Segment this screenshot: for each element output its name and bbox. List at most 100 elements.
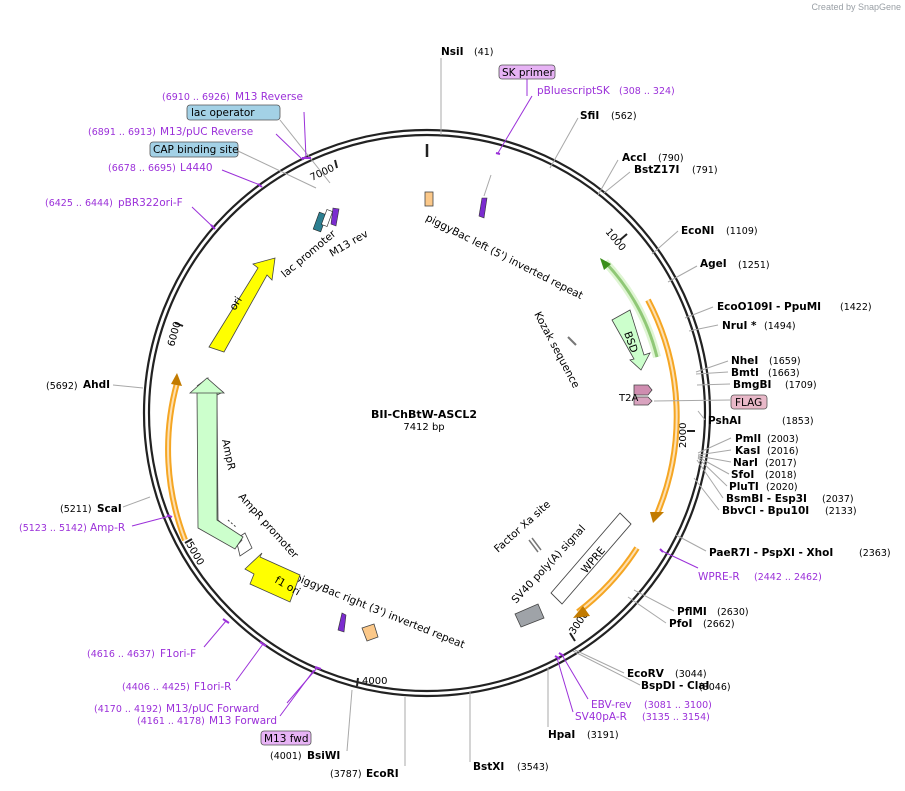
site-leader-ahdi [112, 384, 144, 389]
site-pos-econi: (1109) [726, 226, 758, 237]
site-label-bstz17i[interactable]: BstZ17I [634, 164, 679, 176]
flag-leader [653, 399, 731, 402]
site-label-bbvci[interactable]: BbvCI - Bpu10I [722, 505, 809, 517]
primer-range-m13puc-fwd: (4170 .. 4192) [94, 704, 162, 715]
site-label-bmti[interactable]: BmtI [731, 367, 759, 379]
primer-leader-sv40pa-r [556, 657, 574, 713]
site-label-bmgbi[interactable]: BmgBI [733, 379, 771, 391]
green-feature-highlight [602, 259, 661, 358]
site-leader-nrui [688, 324, 719, 332]
site-pos-bmgbi: (1709) [785, 380, 817, 391]
ampr-label: AmpR [219, 438, 237, 471]
site-label-hpai[interactable]: HpaI [548, 729, 575, 741]
m13-fwd-box[interactable]: M13 fwd [260, 730, 312, 746]
primer-label-ebv-rev[interactable]: EBV-rev [591, 699, 632, 711]
site-pos-ecoo109i: (1422) [840, 302, 872, 313]
orange-lower-arrowhead [573, 606, 590, 618]
site-label-ecoo109i[interactable]: EcoO109I - PpuMI [717, 301, 821, 313]
site-leader-bbvci [693, 477, 720, 511]
site-label-pfoi[interactable]: PfoI [669, 618, 692, 630]
primer-mark-l4440 [257, 183, 263, 188]
orange-left-arrowhead [171, 373, 182, 386]
primer-label-m13puc-rev[interactable]: M13/pUC Reverse [160, 126, 253, 138]
m13-rev-arrow [330, 207, 340, 227]
site-pos-bbvci: (2133) [825, 506, 857, 517]
site-label-nhei[interactable]: NheI [731, 355, 758, 367]
site-label-pmli[interactable]: PmlI [735, 433, 761, 445]
primer-leader-m13-fwd [279, 669, 315, 717]
site-leader-ecorv [574, 649, 625, 674]
primer-label-wpre-r[interactable]: WPRE-R [698, 571, 740, 583]
site-label-nrui[interactable]: NruI * [722, 320, 757, 332]
tick-mark [184, 538, 193, 544]
site-label-bsiwi[interactable]: BsiWI [307, 750, 340, 762]
site-label-econi[interactable]: EcoNI [681, 225, 714, 237]
site-pos-hpai: (3191) [587, 730, 619, 741]
site-leader-kasi [697, 449, 732, 456]
site-label-agei[interactable]: AgeI [700, 258, 727, 270]
orange-feature-arrow-core [647, 299, 678, 515]
sk-primer-box[interactable]: SK primer [498, 64, 556, 80]
tick-label: 4000 [362, 676, 387, 687]
tick-label: 1000 [603, 227, 628, 254]
primer-label-m13-fwd[interactable]: M13 Forward [209, 715, 277, 727]
kozak-mark [567, 336, 577, 346]
site-label-sfii[interactable]: SfiI [580, 110, 599, 122]
site-label-pshai[interactable]: PshAI [708, 415, 741, 427]
tick-label: 2000 [678, 423, 689, 448]
site-pos-bspdi: (3046) [699, 682, 731, 693]
site-label-pluti[interactable]: PluTI [729, 481, 759, 493]
orange-left-arrow-core [167, 382, 186, 541]
primer-leader-f1ori-r [235, 643, 264, 682]
primer-label-pbluescriptsk[interactable]: pBluescriptSK [537, 85, 611, 97]
primer-label-amp-r[interactable]: Amp-R [90, 522, 125, 534]
ampr-dash [227, 519, 237, 528]
primer-label-f1ori-r[interactable]: F1ori-R [194, 681, 231, 693]
site-pos-bmti: (1663) [768, 368, 800, 379]
site-label-pflmi[interactable]: PflMI [677, 606, 707, 618]
site-pos-kasi: (2016) [767, 446, 799, 457]
tick-label: 6000 [166, 320, 183, 347]
site-label-sfoi[interactable]: SfoI [731, 469, 754, 481]
site-label-bstxi[interactable]: BstXI [473, 761, 504, 773]
factor-xa-mark-1 [528, 539, 539, 553]
flag-box[interactable]: FLAG [730, 394, 768, 410]
primer-label-m13puc-fwd[interactable]: M13/pUC Forward [166, 703, 259, 715]
site-label-nsii[interactable]: NsiI [441, 46, 464, 58]
piggybac-left-box [424, 191, 434, 207]
site-label-acci[interactable]: AccI [622, 152, 646, 164]
site-pos-nhei: (1659) [769, 356, 801, 367]
primer-leader-wpre-r [661, 550, 699, 569]
piggybac-right-arrow [337, 612, 347, 633]
lac-operator-boxed[interactable]: lac operator [186, 104, 281, 121]
sk-primer-text: SK primer [502, 67, 554, 79]
ori-arrow [208, 257, 276, 353]
tick-mark [356, 677, 359, 687]
site-pos-paer7i: (2363) [859, 548, 891, 559]
site-label-kasi[interactable]: KasI [735, 445, 760, 457]
site-leader-paer7i [675, 534, 707, 552]
plasmid-name: BII-ChBtW-ASCL2 [371, 408, 477, 421]
primer-label-m13-rev[interactable]: M13 Reverse [235, 91, 303, 103]
site-pos-nrui: (1494) [764, 321, 796, 332]
site-label-paer7i[interactable]: PaeR7I - PspXI - XhoI [709, 547, 833, 559]
site-label-bspdi[interactable]: BspDI - ClaI [641, 680, 709, 692]
primer-label-pbr322ori-f[interactable]: pBR322ori-F [118, 197, 183, 209]
site-label-ahdi[interactable]: AhdI [83, 379, 110, 391]
site-label-scai[interactable]: ScaI [97, 503, 122, 515]
primer-label-f1ori-f[interactable]: F1ori-F [160, 648, 196, 660]
cap-binding-site-box[interactable]: CAP binding site [149, 141, 239, 158]
lac-operator-box [321, 209, 333, 227]
site-pos-nari: (2017) [765, 458, 797, 469]
primer-label-sv40pa-r[interactable]: SV40pA-R [575, 711, 627, 723]
site-label-ecori[interactable]: EcoRI [366, 768, 399, 780]
site-pos-acci: (790) [658, 153, 684, 164]
site-label-nari[interactable]: NarI [733, 457, 758, 469]
orange-feature-arrowhead [650, 512, 664, 523]
site-label-bsmbi[interactable]: BsmBI - Esp3I [726, 493, 807, 505]
primer-leader-amp-r [131, 515, 171, 527]
site-label-ecorv[interactable]: EcoRV [627, 668, 665, 680]
primer-label-l4440[interactable]: L4440 [180, 162, 213, 174]
site-pos-nsii: (41) [474, 47, 494, 58]
ampr-body [196, 390, 244, 550]
